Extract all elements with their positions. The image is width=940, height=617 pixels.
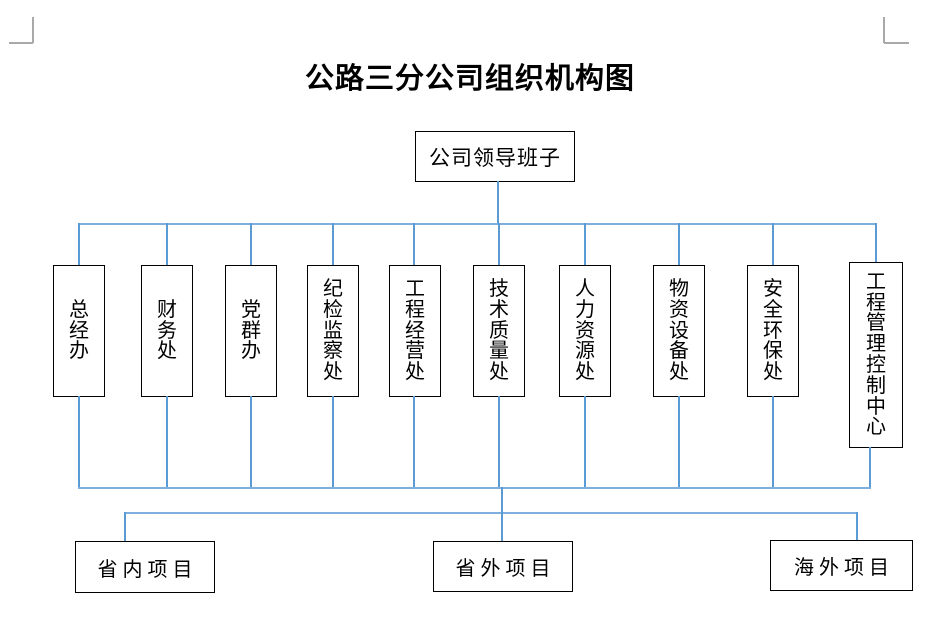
org-node-label: 海外项目 (794, 557, 894, 579)
connector-dept-stub (78, 396, 80, 488)
connector-dept-drop (875, 223, 877, 262)
connector-root-drop (497, 181, 499, 224)
org-node-label: 人力资源处 (575, 278, 595, 384)
connector-project-drop (501, 512, 503, 542)
org-node-label: 省内项目 (97, 558, 198, 581)
page-margin-mark-top-right-h (884, 42, 909, 44)
connector-dept-stub (498, 396, 500, 488)
connector-dept-stub (166, 396, 168, 488)
org-node-department[interactable]: 工程管理控制中心 (849, 262, 903, 448)
org-node-root[interactable]: 公司领导班子 (415, 131, 575, 182)
org-node-label: 财务处 (157, 298, 177, 363)
chart-title: 公路三分公司组织机构图 (304, 61, 635, 95)
org-node-label: 省外项目 (455, 558, 556, 580)
org-node-root-label: 公司领导班子 (429, 145, 561, 170)
org-node-label: 工程管理控制中心 (866, 270, 886, 439)
connector-dept-drop (166, 223, 168, 265)
org-node-label: 纪检监察处 (323, 278, 343, 384)
org-node-department[interactable]: 纪检监察处 (307, 265, 359, 397)
org-node-department[interactable]: 物资设备处 (653, 265, 705, 397)
org-node-department[interactable]: 总经办 (53, 265, 105, 397)
org-node-department[interactable]: 工程经营处 (389, 265, 441, 397)
page-margin-mark-top-left-h (9, 42, 33, 44)
org-node-label: 总经办 (69, 298, 89, 363)
connector-dept-drop (498, 223, 500, 265)
connector-dept-stub (332, 396, 334, 488)
connector-collector-horizontal (78, 487, 871, 489)
connector-dept-drop (250, 223, 252, 265)
org-node-department[interactable]: 安全环保处 (747, 265, 799, 397)
connector-dept-drop (678, 223, 680, 265)
connector-distributor-horizontal (124, 512, 858, 514)
org-node-department[interactable]: 技术质量处 (473, 265, 525, 397)
connector-dept-drop (413, 223, 415, 265)
org-node-department[interactable]: 党群办 (225, 265, 277, 397)
connector-dept-drop (584, 223, 586, 265)
connector-dept-stub (772, 396, 774, 488)
page-margin-mark-top-right-v (883, 17, 885, 43)
org-node-project[interactable]: 省内项目 (75, 541, 215, 593)
connector-dept-drop (78, 223, 80, 265)
connector-dept-stub (584, 396, 586, 488)
connector-dept-stub (413, 396, 415, 488)
connector-dept-stub (869, 447, 871, 488)
org-node-label: 技术质量处 (489, 278, 509, 384)
org-node-department[interactable]: 人力资源处 (559, 265, 611, 397)
org-node-label: 工程经营处 (405, 278, 425, 384)
connector-project-drop (856, 512, 858, 541)
org-node-project[interactable]: 省外项目 (433, 541, 573, 592)
org-node-label: 党群办 (241, 298, 261, 363)
org-node-label: 安全环保处 (763, 278, 783, 384)
connector-dept-drop (772, 223, 774, 265)
org-node-label: 物资设备处 (669, 278, 689, 384)
connector-dept-stub (250, 396, 252, 488)
page-margin-mark-top-left-v (32, 17, 34, 43)
connector-project-drop (124, 512, 126, 542)
connector-top-horizontal (78, 223, 876, 225)
org-node-project[interactable]: 海外项目 (770, 540, 913, 591)
org-node-department[interactable]: 财务处 (141, 265, 193, 397)
connector-center-drop (501, 487, 503, 514)
connector-dept-drop (332, 223, 334, 265)
connector-dept-stub (678, 396, 680, 488)
